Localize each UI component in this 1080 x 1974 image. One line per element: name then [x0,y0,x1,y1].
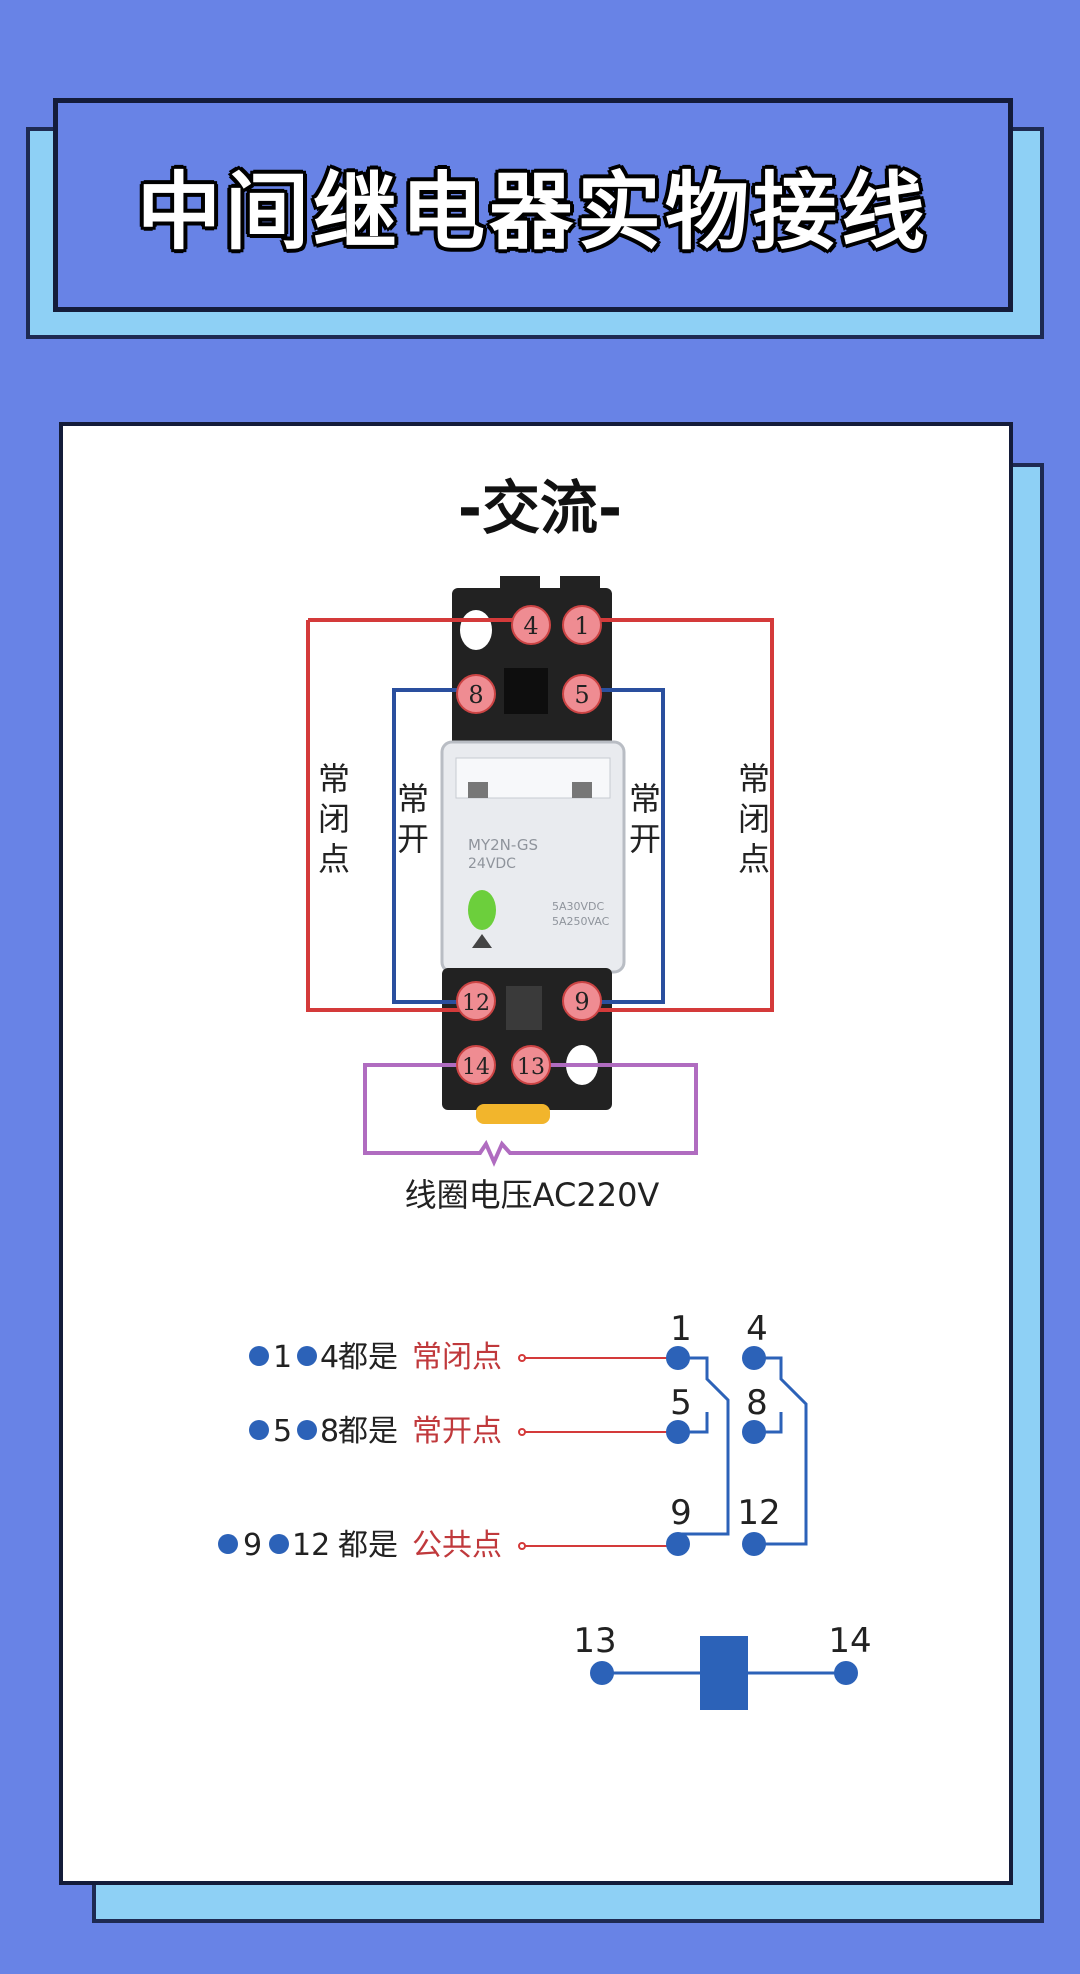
nc-left-label-2: 闭 [318,800,350,838]
node-14-label: 14 [828,1621,871,1661]
node-12 [742,1532,766,1556]
svg-text:常闭点: 常闭点 [412,1340,502,1375]
svg-text:8: 8 [320,1414,339,1449]
coil-symbol-icon [700,1636,748,1710]
nc-right-label-3: 点 [738,840,770,878]
terminal-5: 5 [562,674,602,714]
indicator-led-icon [468,890,496,930]
section-title: -交流- [458,474,622,542]
node-4 [742,1346,766,1370]
coil-voltage-label: 线圈电压AC220V [405,1176,660,1214]
svg-text:4: 4 [320,1340,339,1375]
relay-voltage: 24VDC [468,856,516,872]
legend-row-com: 9 12 都是 公共点 [218,1528,502,1563]
svg-text:13: 13 [517,1055,545,1080]
svg-text:常开点: 常开点 [412,1414,502,1449]
page-title: 中间继电器实物接线 [136,162,929,261]
nc-right-label-2: 闭 [738,800,770,838]
node-4-label: 4 [746,1309,768,1349]
legend-row-nc: 1 4 都是 常闭点 [249,1340,502,1375]
terminal-4: 4 [511,605,551,645]
node-8 [742,1420,766,1444]
nc-left-label-1: 常 [318,760,350,798]
terminal-9: 9 [562,981,602,1021]
svg-text:都是: 都是 [338,1414,398,1449]
terminal-13: 13 [511,1045,551,1085]
svg-text:9: 9 [574,988,589,1016]
node-5 [666,1420,690,1444]
relay-rating-dc: 5A30VDC [552,900,605,913]
no-right-label-1: 常 [629,780,661,818]
relay-rating-ac: 5A250VAC [552,915,610,928]
svg-text:12: 12 [292,1528,330,1563]
node-12-label: 12 [737,1493,780,1533]
svg-text:8: 8 [468,681,483,709]
node-13 [590,1661,614,1685]
svg-text:都是: 都是 [338,1340,398,1375]
svg-text:9: 9 [243,1528,262,1563]
relay-body: MY2N-GS 24VDC 5A30VDC 5A250VAC [440,740,626,974]
svg-text:4: 4 [523,612,538,640]
node-9-label: 9 [670,1493,692,1533]
svg-text:5: 5 [574,681,589,709]
no-left-label-2: 开 [397,820,429,858]
terminal-12: 12 [456,981,496,1021]
nc-right-label-1: 常 [738,760,770,798]
node-5-label: 5 [670,1383,692,1423]
node-8-label: 8 [746,1383,768,1423]
svg-text:14: 14 [462,1055,490,1080]
terminal-8: 8 [456,674,496,714]
svg-text:1: 1 [273,1340,292,1375]
relay-socket-top [452,576,612,748]
nc-left-label-3: 点 [318,840,350,878]
svg-text:公共点: 公共点 [412,1528,502,1563]
node-9 [666,1532,690,1556]
node-13-label: 13 [573,1621,616,1661]
svg-text:都是: 都是 [338,1528,398,1563]
no-left-label-1: 常 [397,780,429,818]
relay-model: MY2N-GS [468,836,538,854]
terminal-1: 1 [562,605,602,645]
node-1-label: 1 [670,1309,692,1349]
warning-symbol-icon [472,934,492,948]
no-right-label-2: 开 [629,820,661,858]
node-14 [834,1661,858,1685]
title-banner: 中间继电器实物接线 [53,98,1013,312]
legend-row-no: 5 8 都是 常开点 [249,1414,502,1449]
node-1 [666,1346,690,1370]
coil-schematic: 13 14 [573,1621,872,1710]
terminal-14: 14 [456,1045,496,1085]
svg-text:12: 12 [462,991,490,1016]
svg-text:5: 5 [273,1414,292,1449]
svg-text:1: 1 [574,612,589,640]
